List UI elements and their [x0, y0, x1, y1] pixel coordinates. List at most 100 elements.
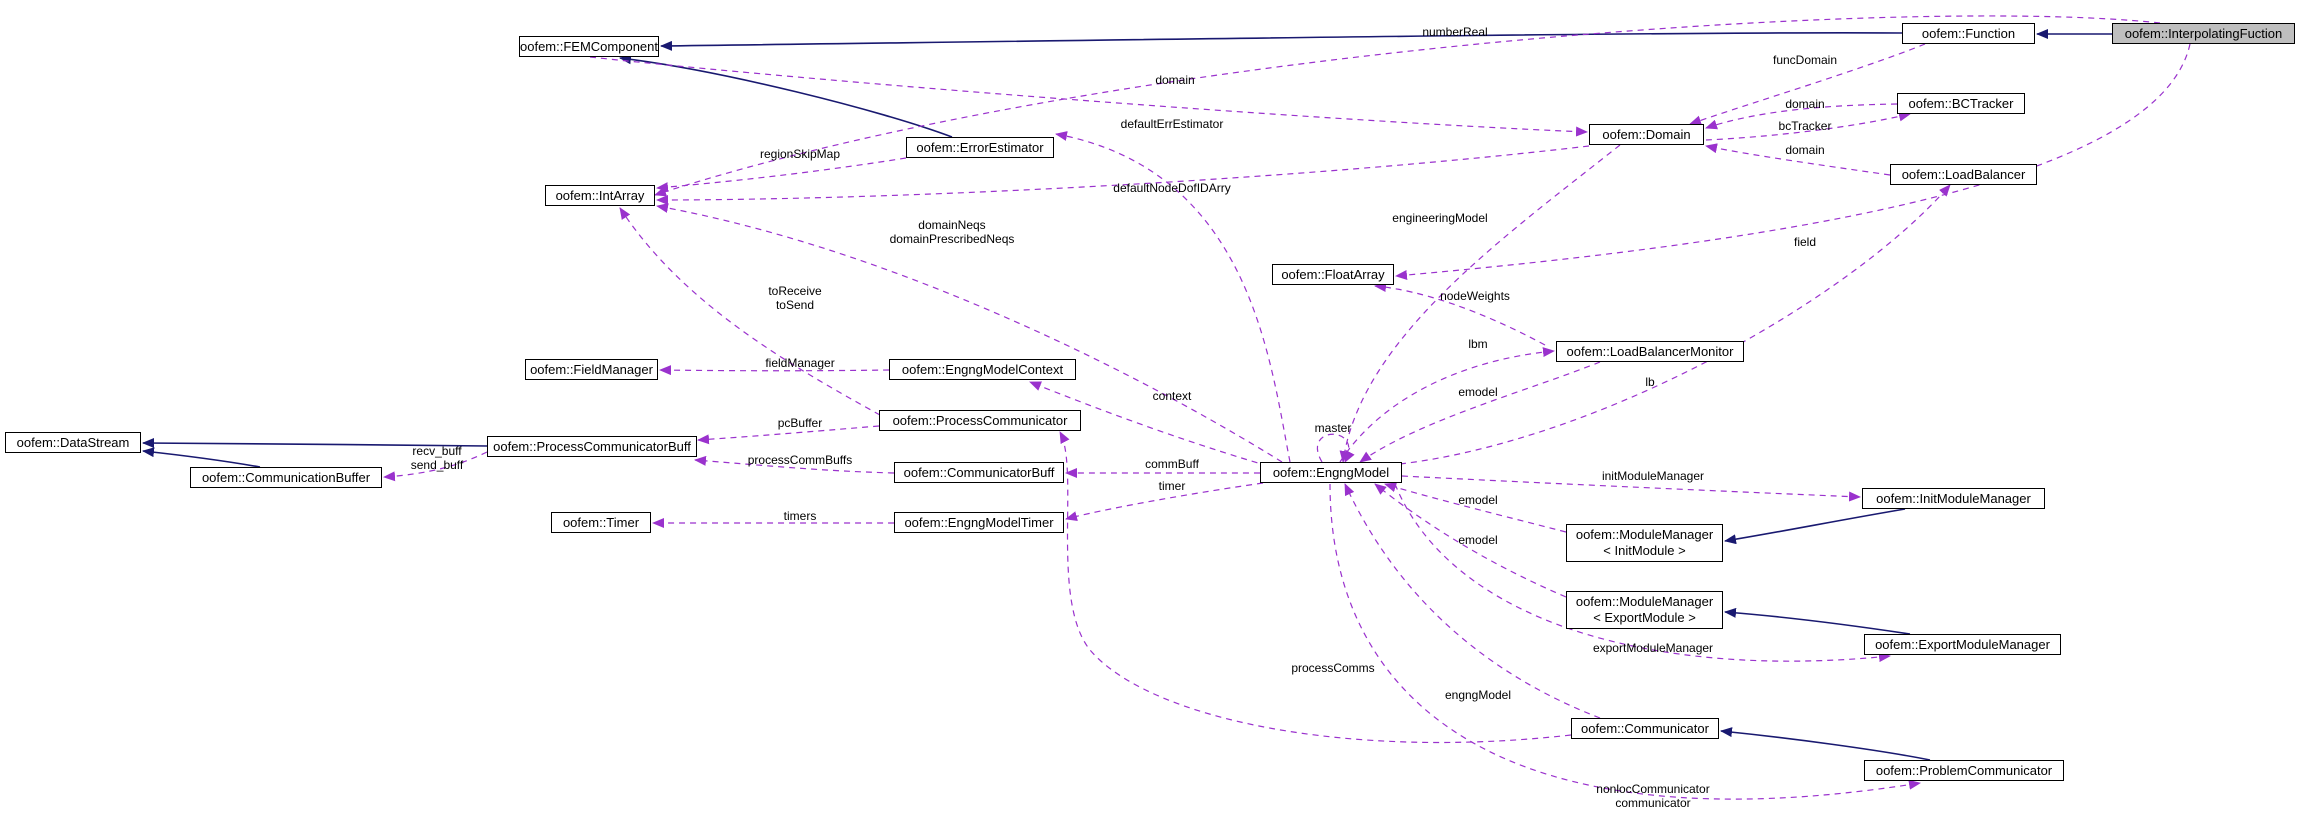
node-data-stream[interactable]: oofem::DataStream [5, 432, 141, 453]
edge-label-default-err-estimator: defaultErrEstimator [1121, 117, 1224, 131]
node-interpolating-fuction[interactable]: oofem::InterpolatingFuction [2112, 23, 2295, 44]
edge-label-line: emodel [1458, 533, 1498, 547]
edge-label-line: toSend [775, 298, 815, 312]
node-process-communicator-buff[interactable]: oofem::ProcessCommunicatorBuff [487, 436, 697, 457]
edge-export-module-manager [1394, 483, 1891, 663]
edge-label-master: master [1315, 421, 1352, 435]
edge-label-pc-buffer: pcBuffer [778, 416, 822, 430]
edge-label-emodel-init: emodel [1458, 493, 1497, 507]
edge-label-line: field [1793, 235, 1817, 249]
edge-default-err-estimator [1055, 131, 1291, 463]
edge-label-context: context [1153, 389, 1192, 403]
node-label-line: oofem::InitModuleManager [1876, 490, 2031, 506]
edge-label-line: commBuff [1145, 457, 1199, 471]
edge-label-emodel-lbm: emodel [1458, 385, 1497, 399]
node-label-line: oofem::ModuleManager [1575, 594, 1714, 609]
edge-communication-buffer-inherit [142, 447, 261, 468]
edge-label-engng-model: engngModel [1445, 688, 1511, 702]
edge-label-line: nonlocCommunicator [1596, 782, 1710, 796]
edge-region-skip-map [656, 157, 907, 193]
node-int-array[interactable]: oofem::IntArray [545, 185, 655, 206]
edge-emodel-lbm [1359, 361, 1601, 463]
node-label-line: oofem::EngngModelContext [901, 361, 1064, 377]
node-label-line: < ExportModule > [1593, 610, 1696, 625]
edge-module-manager-init-inherit [1724, 508, 1906, 545]
edge-label-line: exportModuleManager [1592, 641, 1714, 655]
node-label-line: oofem::Communicator [1581, 720, 1709, 736]
node-label-line: oofem::ErrorEstimator [916, 139, 1044, 155]
node-domain[interactable]: oofem::Domain [1589, 124, 1704, 145]
edge-label-line: toReceive [768, 284, 822, 298]
edge-label-process-comm-buffs: processCommBuffs [748, 453, 852, 467]
edge-label-line: master [1314, 421, 1352, 435]
node-communication-buffer[interactable]: oofem::CommunicationBuffer [190, 467, 382, 488]
edge-problem-communicator-inherit [1720, 727, 1931, 761]
node-field-manager[interactable]: oofem::FieldManager [525, 359, 658, 380]
edge-field-manager [659, 365, 890, 376]
node-function[interactable]: oofem::Function [1902, 23, 2035, 44]
node-label-line: oofem::EngngModel [1272, 464, 1390, 480]
node-bc-tracker[interactable]: oofem::BCTracker [1897, 93, 2025, 114]
edge-domain-from-lb [1705, 143, 1891, 176]
node-label-line: oofem::BCTracker [1908, 95, 2014, 111]
node-engng-model[interactable]: oofem::EngngModel [1260, 462, 1402, 483]
node-communicator-buff[interactable]: oofem::CommunicatorBuff [894, 462, 1064, 483]
edge-init-module-manager [1401, 475, 1861, 502]
edge-label-line: engngModel [1444, 688, 1512, 702]
edge-label-domain-lb: domain [1785, 143, 1824, 157]
node-error-estimator[interactable]: oofem::ErrorEstimator [906, 137, 1054, 158]
edge-default-node-dof [656, 145, 1590, 205]
edge-number-real [654, 15, 2161, 197]
node-label-line: oofem::EngngModelTimer [904, 514, 1054, 530]
edge-label-line: send_buff [410, 458, 464, 472]
edge-field [1395, 43, 2191, 281]
node-load-balancer[interactable]: oofem::LoadBalancer [1890, 164, 2037, 185]
edge-label-line: nodeWeights [1440, 289, 1510, 303]
edge-label-line: domainPrescribedNeqs [889, 232, 1015, 246]
node-module-manager-export[interactable]: oofem::ModuleManager< ExportModule > [1566, 591, 1723, 629]
edge-label-line: timer [1158, 479, 1186, 493]
edge-label-line: bcTracker [1778, 119, 1832, 133]
edge-label-line: numberReal [1422, 25, 1488, 39]
node-label-line: oofem::ExportModuleManager [1875, 636, 2050, 652]
edge-label-line: emodel [1458, 385, 1498, 399]
node-label-line: oofem::FEMComponent [520, 38, 659, 54]
edge-label-line: domainNeqs [918, 218, 986, 232]
node-label-line: oofem::ProblemCommunicator [1875, 762, 2053, 778]
node-timer[interactable]: oofem::Timer [551, 512, 651, 533]
node-process-communicator[interactable]: oofem::ProcessCommunicator [879, 410, 1081, 431]
node-load-balancer-monitor[interactable]: oofem::LoadBalancerMonitor [1556, 341, 1744, 362]
node-export-module-manager[interactable]: oofem::ExportModuleManager [1864, 634, 2061, 655]
edge-label-line: domain [1155, 73, 1195, 87]
node-float-array[interactable]: oofem::FloatArray [1272, 264, 1394, 285]
node-label-line: < InitModule > [1603, 543, 1686, 558]
edge-module-manager-export-inherit [1724, 607, 1911, 635]
edge-function-to-fem-component [660, 31, 1903, 51]
edge-label-timer: timer [1159, 479, 1186, 493]
edge-process-comm-buffs [694, 455, 895, 474]
node-fem-component[interactable]: oofem::FEMComponent [519, 36, 659, 57]
edge-context [1029, 381, 1269, 467]
edge-label-node-weights: nodeWeights [1440, 289, 1510, 303]
edge-label-domain-bctracker: domain [1785, 97, 1824, 111]
node-engng-model-context[interactable]: oofem::EngngModelContext [889, 359, 1076, 380]
edge-label-line: domain [1785, 143, 1825, 157]
node-module-manager-init[interactable]: oofem::ModuleManager< InitModule > [1566, 524, 1723, 562]
edge-bctracker-from-domain [1705, 111, 1911, 141]
node-engng-model-timer[interactable]: oofem::EngngModelTimer [894, 512, 1064, 533]
node-label-line: oofem::CommunicationBuffer [201, 469, 371, 485]
edge-label-init-module-manager: initModuleManager [1602, 469, 1704, 483]
node-init-module-manager[interactable]: oofem::InitModuleManager [1862, 488, 2045, 509]
node-problem-communicator[interactable]: oofem::ProblemCommunicator [1864, 760, 2064, 781]
edge-label-line: processComms [1291, 661, 1375, 675]
edge-emodel-init [1384, 482, 1567, 533]
edge-label-bc-tracker: bcTracker [1779, 119, 1832, 133]
edge-label-timers: timers [784, 509, 817, 523]
node-communicator[interactable]: oofem::Communicator [1571, 718, 1719, 739]
node-label-line: oofem::ProcessCommunicator [892, 412, 1068, 428]
node-label-line: oofem::DataStream [16, 434, 130, 450]
